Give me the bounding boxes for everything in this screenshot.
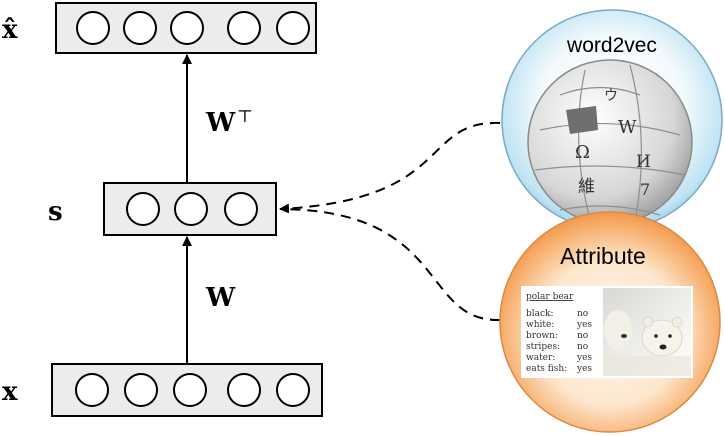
label-x: x (2, 377, 18, 407)
hidden-unit (224, 192, 258, 226)
word2vec-link (279, 121, 501, 214)
attribute-title: Attribute (560, 243, 646, 269)
label-w-transpose: W (205, 108, 236, 138)
word2vec-source: word2vec Ω W 維 И 7 ウ (501, 9, 723, 231)
output-unit (76, 11, 110, 45)
attribute-value: no (577, 309, 588, 319)
globe-glyph: W (618, 117, 637, 138)
output-layer (55, 2, 317, 54)
input-unit (173, 373, 207, 407)
output-unit (123, 11, 157, 45)
attribute-table: polar bear black: no white: yes brown: n… (526, 292, 592, 374)
attribute-key: stripes: (526, 342, 560, 352)
globe-glyph: 維 (578, 177, 595, 197)
word2vec-title: word2vec (566, 34, 657, 57)
input-unit (124, 373, 158, 407)
attribute-link (279, 208, 501, 322)
attribute-value: no (577, 342, 588, 352)
output-unit (227, 11, 261, 45)
globe-glyph: Ω (575, 142, 590, 163)
hidden-unit (126, 192, 160, 226)
globe-glyph: ウ (604, 88, 618, 104)
attribute-key: black: (526, 309, 554, 319)
input-unit (75, 373, 109, 407)
attribute-key: eats fish: (526, 364, 567, 374)
globe-glyph: И (636, 152, 651, 172)
attribute-key: white: (526, 320, 554, 330)
attribute-value: yes (576, 353, 592, 363)
output-unit (276, 11, 310, 45)
wikipedia-globe-icon: Ω W 維 И 7 ウ (527, 59, 693, 225)
transpose-mark: ⊤ (237, 107, 253, 127)
label-x-hat: x̂ (2, 15, 18, 45)
hidden-layer (103, 182, 277, 236)
label-w: W (205, 283, 236, 313)
attribute-value: yes (576, 320, 592, 330)
attribute-source: Attribute polar bear black: no white: ye… (499, 211, 721, 433)
hidden-unit (174, 192, 208, 226)
output-unit (170, 11, 204, 45)
attribute-key: water: (526, 353, 555, 363)
input-unit (227, 373, 261, 407)
globe-glyph: 7 (640, 180, 650, 199)
attribute-key: brown: (526, 331, 558, 341)
polar-bear-photo (603, 288, 691, 376)
attribute-value: yes (576, 364, 592, 374)
input-unit (276, 373, 310, 407)
input-layer (51, 363, 323, 417)
attribute-value: no (577, 331, 588, 341)
attribute-table-title: polar bear (526, 292, 574, 302)
label-s: s (48, 197, 63, 227)
